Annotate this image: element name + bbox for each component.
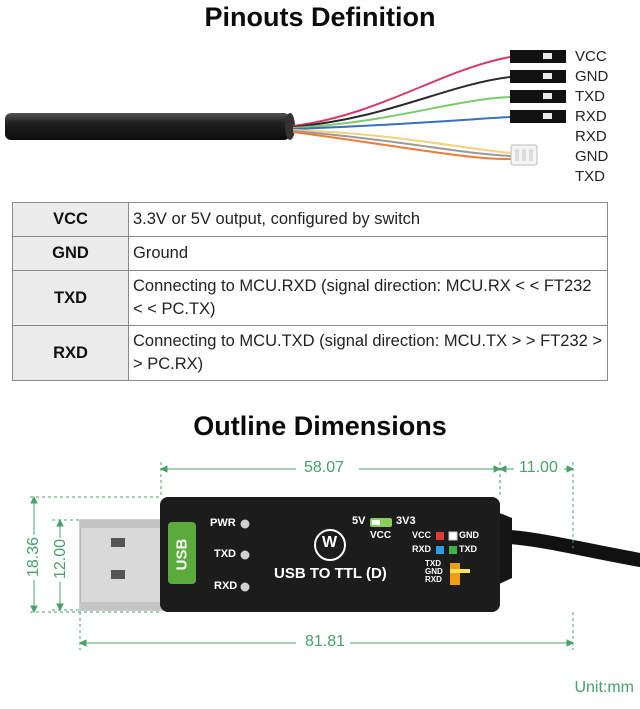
pin-name: RXD [12, 325, 129, 381]
dim-total-height: 18.36 [25, 536, 43, 578]
legend-vcc-square [436, 532, 444, 540]
voltage-switch [370, 518, 392, 527]
pin-name: GND [12, 236, 129, 271]
legend-txd-label: TXD [459, 544, 477, 554]
led-label-rxd: RXD [214, 580, 238, 592]
table-row: RXD Connecting to MCU.TXD (signal direct… [12, 325, 608, 381]
table-row: TXD Connecting to MCU.RXD (signal direct… [12, 270, 608, 326]
wire-gnd [292, 76, 511, 128]
legend-rxd-square [436, 546, 444, 554]
cable-jacket [5, 113, 290, 140]
product-name: USB TO TTL (D) [274, 565, 387, 582]
device-body [160, 497, 500, 612]
header-pins [450, 563, 460, 585]
dupont-connector-vcc [510, 50, 566, 63]
wire-label-gnd-2: GND [575, 148, 609, 165]
wire-label-txd-2: TXD [575, 168, 605, 185]
legend-gnd-label: GND [459, 530, 479, 540]
outline-cable [503, 530, 640, 567]
pin-description: Ground [128, 236, 608, 271]
switch-label-3v3: 3V3 [396, 515, 416, 527]
usb-tab-label-wrap: USB [171, 530, 193, 578]
wire-txd [292, 96, 511, 129]
cable-illustration [5, 50, 566, 166]
pin-name: VCC [12, 202, 129, 237]
led-rxd [240, 582, 250, 592]
dim-plug-height: 12.00 [52, 538, 70, 580]
legend-gnd-square [448, 531, 458, 541]
switch-caption: VCC [370, 530, 392, 541]
dim-total-length: 81.81 [305, 633, 346, 650]
wire-label-vcc: VCC [575, 48, 607, 65]
dim-strain-relief: 11.00 [519, 459, 558, 476]
header-pin-rxd: RXD [425, 575, 442, 584]
pin-description: Connecting to MCU.TXD (signal direction:… [128, 325, 608, 381]
switch-label-5v: 5V [352, 515, 366, 527]
legend-txd-square [449, 546, 457, 554]
wire-txd-2 [292, 131, 513, 161]
led-pwr [240, 519, 250, 529]
wire-label-rxd-2: RXD [575, 128, 607, 145]
wire-label-txd: TXD [575, 88, 605, 105]
pin-table: VCC 3.3V or 5V output, configured by swi… [12, 202, 608, 381]
dupont-connector-rxd [510, 110, 566, 123]
unit-label: Unit:mm [574, 679, 634, 696]
led-label-pwr: PWR [210, 517, 236, 529]
pin-description: Connecting to MCU.RXD (signal direction:… [128, 270, 608, 326]
table-row: VCC 3.3V or 5V output, configured by swi… [12, 202, 608, 237]
usb-a-plug [79, 519, 163, 611]
wire-label-rxd: RXD [575, 108, 607, 125]
jst-connector [510, 144, 538, 166]
dupont-connector-gnd [510, 70, 566, 83]
pin-description: 3.3V or 5V output, configured by switch [128, 202, 608, 237]
header-pin-txd: TXD [425, 559, 441, 568]
dupont-connector-txd [510, 90, 566, 103]
dim-body-length: 58.07 [304, 459, 345, 476]
pin-name: TXD [12, 270, 129, 326]
wire-rxd-2 [292, 129, 513, 154]
wire-label-gnd: GND [575, 68, 609, 85]
led-txd [240, 550, 250, 560]
legend-vcc-label: VCC [412, 530, 432, 540]
cable-end [285, 113, 295, 140]
wire-vcc [292, 56, 511, 127]
brand-logo: W [322, 534, 338, 551]
header-pin-gnd: GND [425, 567, 443, 576]
usb-tab-label: USB [173, 538, 191, 570]
table-row: GND Ground [12, 236, 608, 271]
strain-relief [497, 512, 512, 585]
wire-rxd [292, 116, 511, 130]
led-label-txd: TXD [214, 548, 236, 560]
header-pin-labels: TXD GND RXD [425, 560, 443, 584]
wire-gnd-2 [292, 130, 513, 157]
pinouts-title: Pinouts Definition [204, 2, 436, 32]
legend-rxd-label: RXD [412, 544, 432, 554]
outline-title: Outline Dimensions [193, 411, 447, 441]
